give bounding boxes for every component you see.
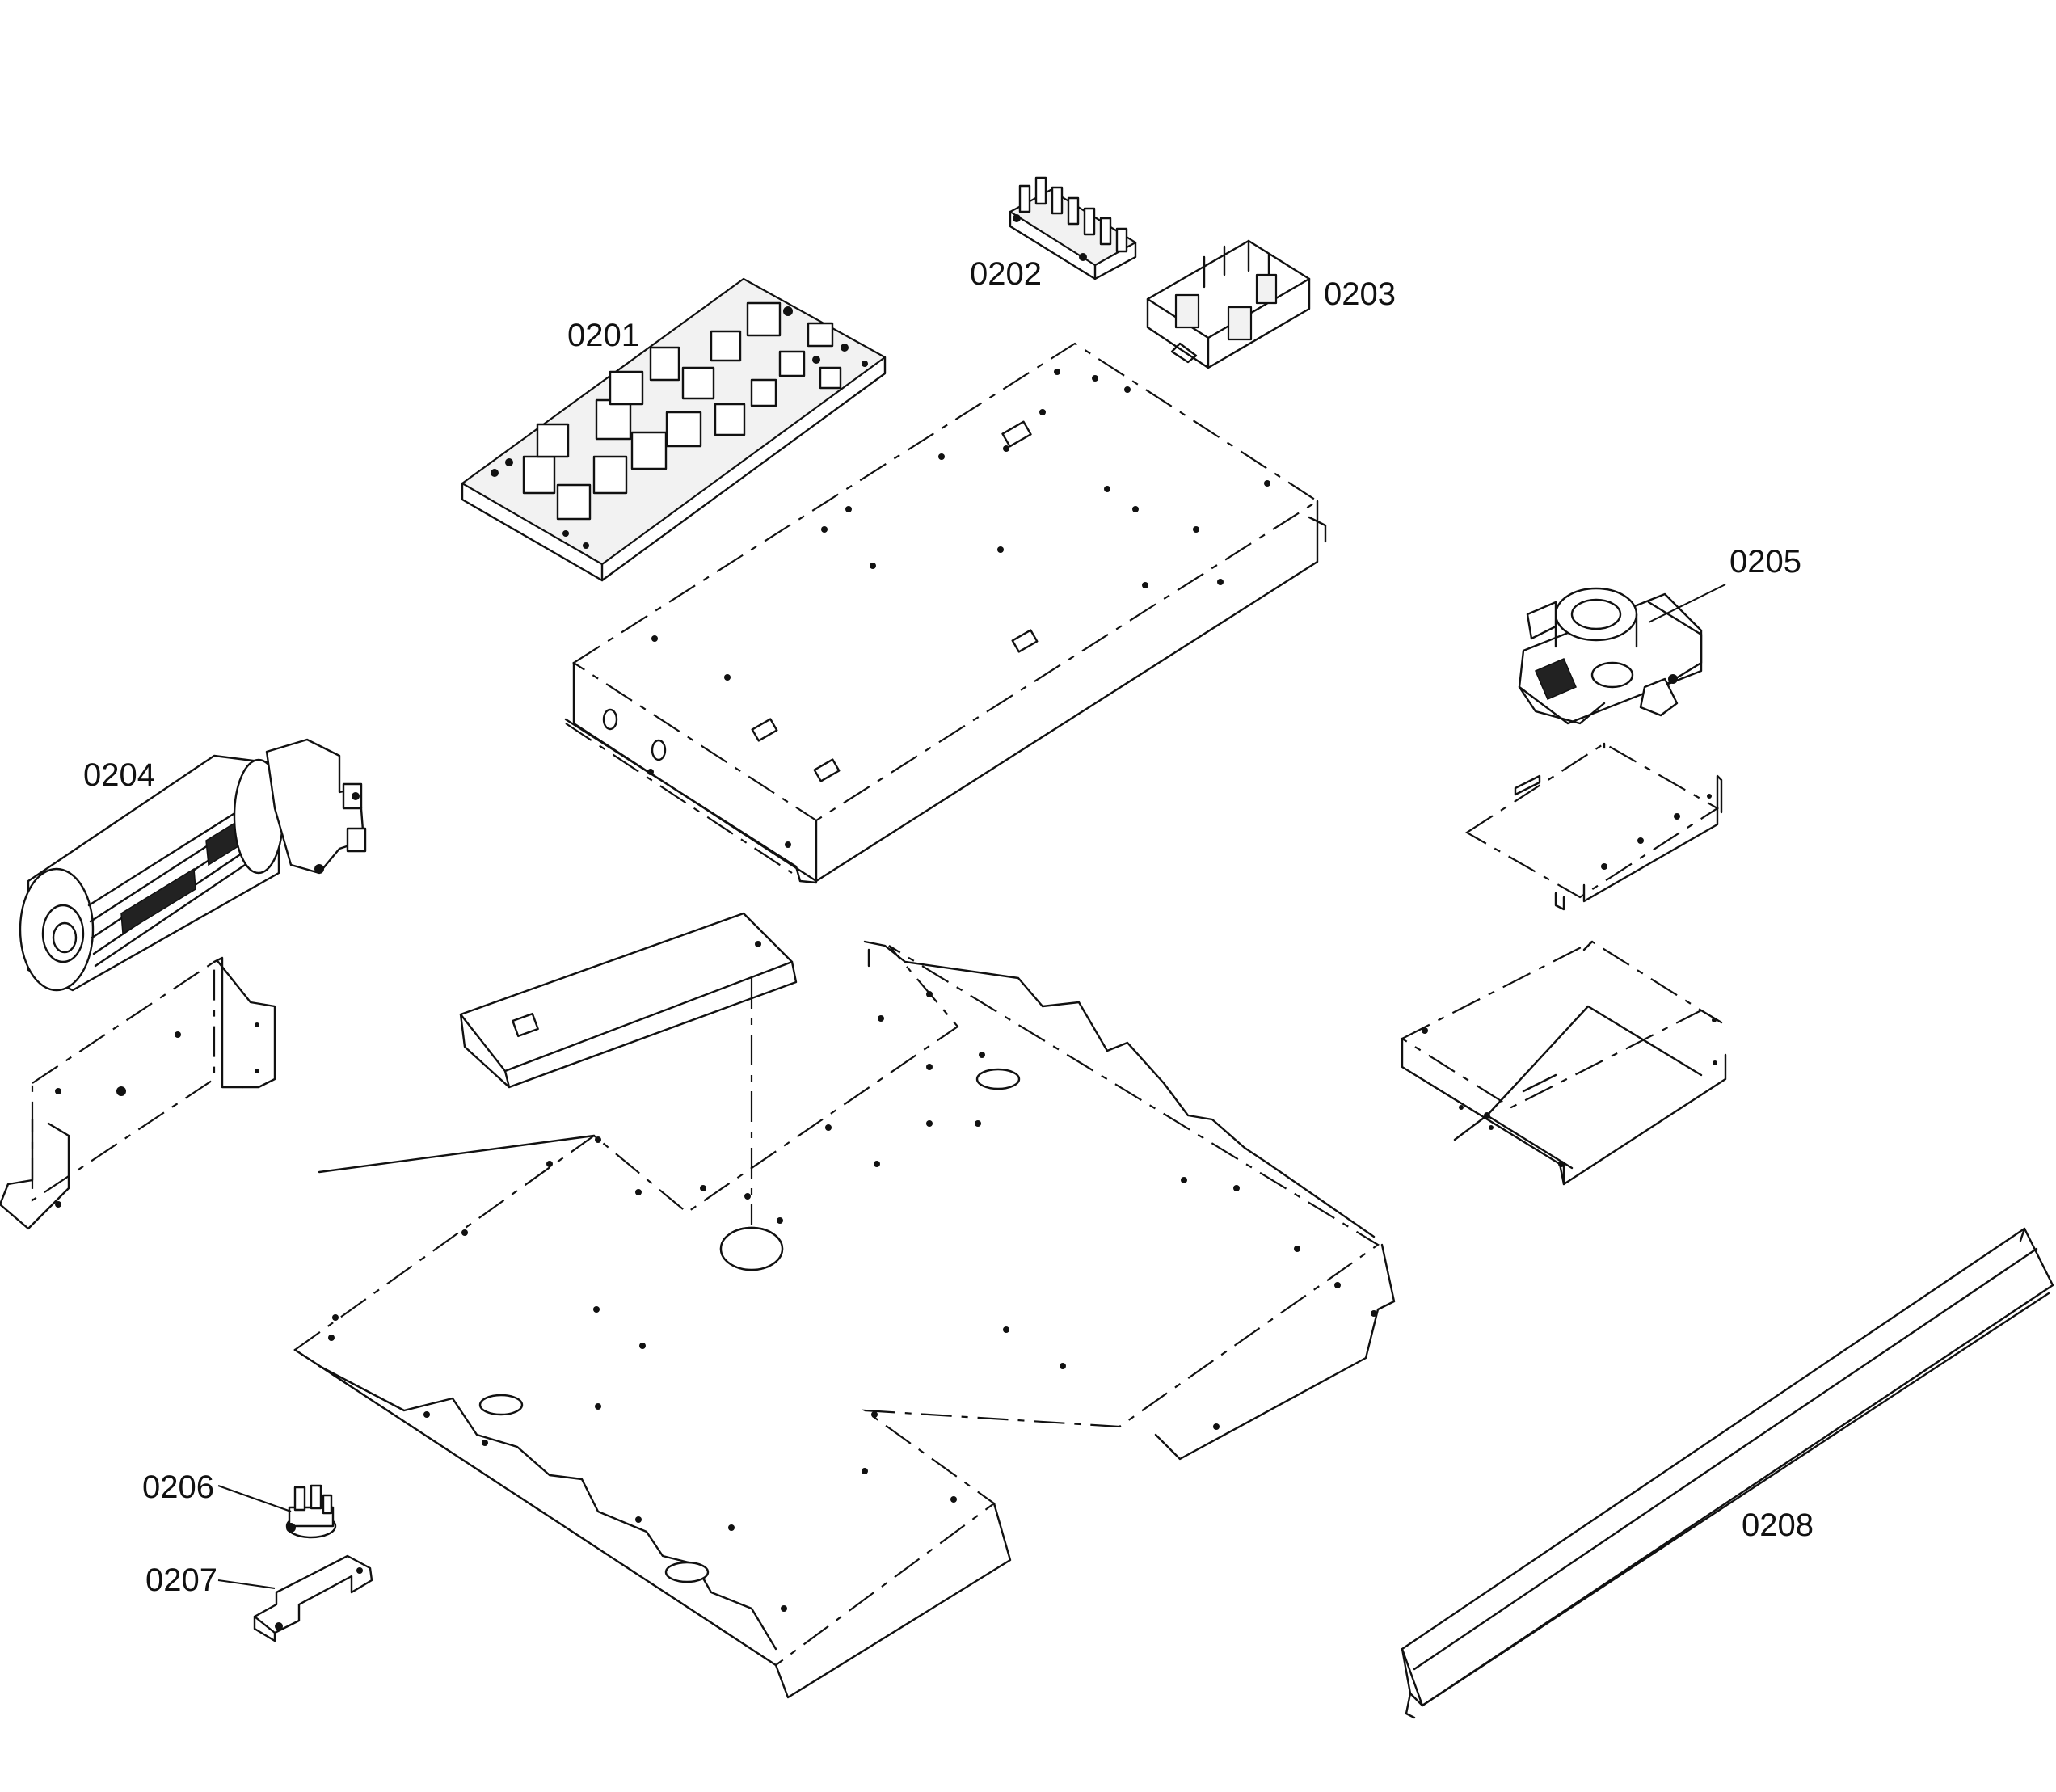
leader-0205 [1648,584,1726,623]
callout-0202: 0202 [970,256,1042,292]
control-board-0201 [461,277,887,582]
callout-0205: 0205 [1729,544,1801,580]
trim-strip-0208 [1401,1227,2054,1719]
angled-bracket [459,912,798,1225]
box-bracket [1400,940,1727,1186]
leader-0206 [217,1485,292,1512]
callouts: 0201 0202 0203 0204 0205 0206 0207 0208 [83,256,1814,1598]
fan-motor-0204 [19,738,367,992]
callout-0207: 0207 [145,1562,217,1598]
fan-bracket [0,956,276,1230]
terminal-block-0202 [1009,176,1137,280]
leader-0207 [217,1579,276,1589]
thermostat-bracket-0207 [253,1554,373,1642]
terminal-housing-0203 [1146,239,1311,369]
callout-0204: 0204 [83,757,155,793]
upper-tray [564,342,1327,884]
bottom-plate [293,940,1396,1699]
callout-0201: 0201 [567,318,639,353]
thermostat-0206 [285,1484,337,1539]
callout-0203: 0203 [1324,276,1396,312]
lock-motor-0205 [1518,587,1703,725]
motor-mount-plate [1464,742,1723,911]
callout-0208: 0208 [1742,1507,1814,1543]
callout-0206: 0206 [142,1469,214,1505]
